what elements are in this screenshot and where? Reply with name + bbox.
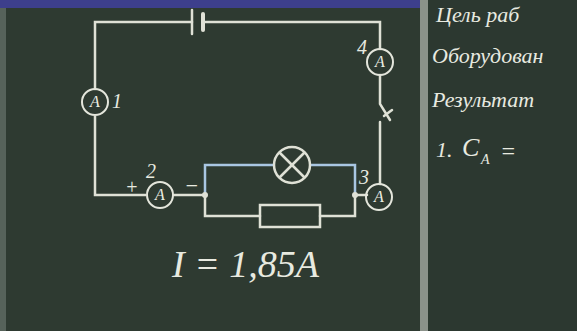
chalk-text: I = 1,85A — [172, 244, 319, 286]
lamp-symbol — [274, 147, 310, 183]
wire — [310, 165, 355, 195]
battery-plate — [191, 10, 194, 34]
wire — [95, 10, 392, 227]
switch-symbol — [384, 110, 392, 116]
wire — [205, 165, 274, 195]
chalk-text: Оборудован — [432, 44, 544, 68]
ammeter-symbol: A — [366, 48, 394, 76]
wire — [95, 22, 192, 89]
callout-number: + — [125, 176, 139, 198]
board-frame — [0, 8, 6, 331]
junction-dot — [352, 192, 358, 198]
lamp-symbol — [279, 152, 305, 178]
callout-number: 4 — [357, 36, 367, 58]
ammeter-symbol: A — [81, 88, 109, 116]
wire — [205, 195, 260, 216]
chalk-text: C — [462, 134, 479, 163]
ammeter-symbol: A — [146, 181, 174, 209]
wire — [320, 195, 367, 216]
ammeter-symbol: A — [365, 183, 393, 211]
chalk-text: A — [481, 152, 490, 167]
callout-number: − — [184, 174, 199, 198]
chalk-text: 1. — [436, 138, 453, 162]
callout-number: 1 — [112, 90, 122, 112]
board — [428, 0, 577, 331]
resistor-symbol — [260, 205, 320, 227]
junction-dot — [202, 192, 208, 198]
board-frame — [420, 0, 428, 331]
lamp-symbol — [279, 152, 305, 178]
meter-letter: A — [374, 189, 384, 205]
meter-letter: A — [375, 54, 385, 70]
wire — [203, 22, 380, 49]
chalk-text: = — [500, 138, 516, 164]
wire — [379, 122, 382, 184]
chalk-text: Результат — [432, 88, 534, 112]
meter-letter: A — [90, 94, 100, 110]
chalk-text: Цель раб — [436, 3, 519, 27]
callout-number: 3 — [359, 166, 369, 188]
board — [0, 8, 420, 331]
lamp-symbol — [274, 147, 310, 183]
meter-letter: A — [155, 187, 165, 203]
callout-number: 2 — [146, 160, 156, 182]
